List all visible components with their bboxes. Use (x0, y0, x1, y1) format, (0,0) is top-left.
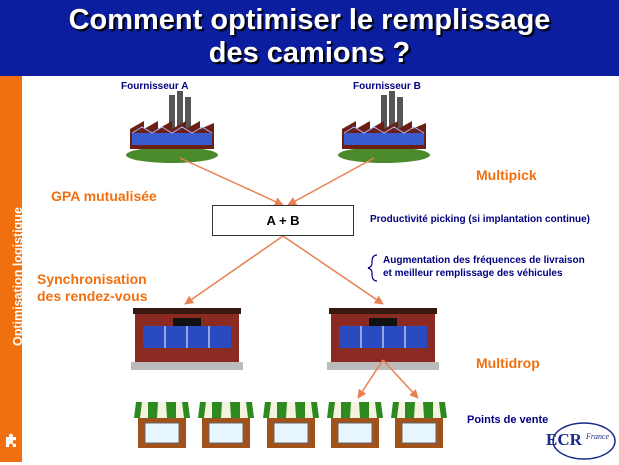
header-banner: Comment optimiser le remplissage des cam… (0, 0, 619, 76)
arrow-box-to-store-left (184, 235, 284, 305)
kiosk-4-icon (326, 401, 384, 449)
gpa-label: GPA mutualisée (51, 188, 157, 204)
puzzle-icon (6, 433, 16, 447)
productivite-label: Productivité picking (si implantation co… (370, 214, 591, 225)
sync-line-1: Synchronisation (37, 271, 147, 287)
arrow-store-to-kiosk-5 (382, 359, 419, 399)
arrow-store-to-kiosk-4 (357, 359, 384, 399)
kiosk-1-icon (133, 401, 191, 449)
supplier-a-label: Fournisseur A (121, 81, 189, 92)
ecr-logo-icon (552, 422, 616, 460)
consolidation-box: A + B (212, 205, 354, 236)
multipick-label: Multipick (476, 167, 537, 183)
ecr-france-logo: ECR France (544, 420, 616, 460)
sync-label: Synchronisation des rendez-vous (37, 271, 147, 305)
title-line-2: des camions ? (208, 37, 411, 69)
title-line-1: Comment optimiser le remplissage (68, 4, 551, 36)
arrow-box-to-store-right (282, 235, 384, 305)
factory-b-icon (337, 90, 431, 164)
page-title: Comment optimiser le remplissage des cam… (0, 4, 619, 70)
points-de-vente-label: Points de vente (467, 414, 549, 426)
multidrop-label: Multidrop (476, 355, 540, 371)
brace-icon (367, 254, 378, 282)
ecr-brand: ECR (546, 430, 582, 449)
sync-line-2: des rendez-vous (37, 288, 148, 304)
sidebar: Optimisation logistique (0, 76, 25, 462)
supplier-b-label: Fournisseur B (353, 81, 421, 92)
store-left-icon (130, 307, 244, 371)
ecr-country: France (586, 432, 610, 441)
kiosk-5-icon (390, 401, 448, 449)
arrow-b-to-box (287, 157, 375, 206)
augmentation-line-1: Augmentation des fréquences de livraison (383, 255, 585, 266)
factory-a-icon (125, 90, 219, 164)
arrow-a-to-box (179, 157, 284, 206)
kiosk-2-icon (197, 401, 255, 449)
augmentation-line-2: et meilleur remplissage des véhicules (383, 268, 563, 279)
kiosk-3-icon (262, 401, 320, 449)
